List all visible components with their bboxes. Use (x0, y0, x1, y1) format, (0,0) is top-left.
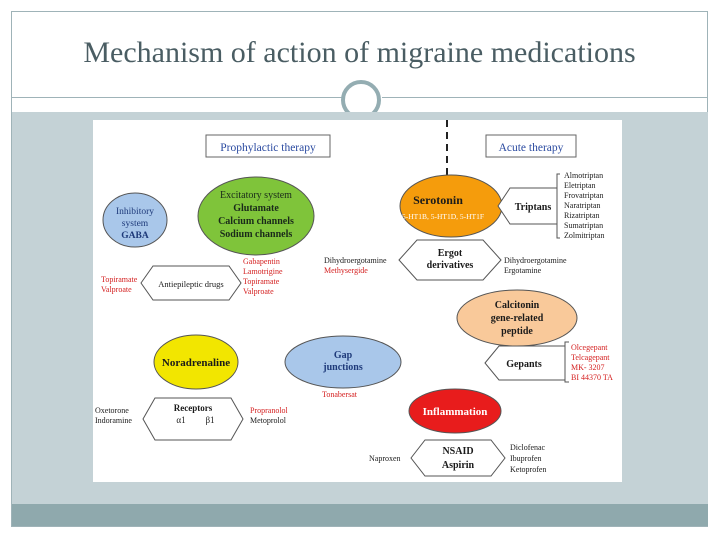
nsaid-right-1: Diclofenac (510, 443, 546, 452)
acute-therapy-label: Acute therapy (499, 142, 564, 154)
nsaid-right-2: Ibuprofen (510, 454, 542, 463)
antiepileptic-arrow (140, 265, 242, 301)
excitatory-line-3: Calcium channels (218, 216, 294, 227)
ergot-label-1: Ergot (438, 248, 463, 259)
excitatory-line-2: Glutamate (233, 203, 279, 214)
receptors-alpha: α1 (176, 415, 185, 425)
ergot-left-1: Dihydroergotamine (324, 256, 387, 265)
gap-drug: Tonabersat (322, 390, 358, 399)
gepants-bracket (564, 341, 569, 383)
nsaid-left: Naproxen (369, 454, 401, 463)
prophylactic-therapy-label: Prophylactic therapy (220, 142, 316, 154)
triptan-drug-3: Frovatriptan (564, 191, 604, 200)
triptan-drug-5: Rizatriptan (564, 211, 600, 220)
migraine-diagram: Prophylactic therapy Acute therapy Inhib… (93, 120, 622, 482)
inhibitory-line-1: Inhibitory (116, 207, 154, 217)
gepant-drug-4: BI 44370 TA (571, 373, 613, 382)
receptors-left-1: Oxetorone (95, 406, 129, 415)
cgrp-line-2: gene-related (491, 313, 544, 324)
antiepileptic-right-1: Gabapentin (243, 257, 280, 266)
cgrp-line-1: Calcitonin (495, 300, 540, 311)
triptans-bracket (556, 173, 560, 239)
cgrp-line-3: peptide (501, 326, 533, 337)
antiepileptic-right-2: Lamotrigine (243, 267, 283, 276)
excitatory-line-1: Excitatory system (220, 190, 292, 201)
antiepileptic-right-3: Topiramate (243, 277, 280, 286)
ergot-right-2: Ergotamine (504, 266, 542, 275)
gepant-drug-1: Olcegepant (571, 343, 608, 352)
antiepileptic-right-4: Valproate (243, 287, 274, 296)
nsaid-label-2: Aspirin (442, 460, 475, 471)
noradrenaline-label: Noradrenaline (162, 357, 230, 369)
bottom-accent-bar (12, 504, 708, 526)
gepants-label: Gepants (506, 359, 542, 370)
serotonin-receptors: 5-HT1B, 5-HT1D, 5-HT1F (402, 212, 484, 221)
inhibitory-line-3: GABA (121, 231, 149, 241)
prophylactic-therapy-box (205, 134, 331, 158)
ergot-right-1: Dihydroergotamine (504, 256, 567, 265)
inhibitory-line-2: system (122, 219, 149, 229)
gap-line-1: Gap (334, 350, 353, 361)
ergot-arrow (398, 239, 502, 281)
triptan-drug-1: Almotriptan (564, 171, 603, 180)
serotonin-title: Serotonin (413, 193, 463, 207)
receptors-right-1: Propranolol (250, 406, 289, 415)
antiepileptic-left-2: Valproate (101, 285, 132, 294)
excitatory-system-node (197, 176, 315, 256)
receptors-left-2: Indoramine (95, 416, 132, 425)
ergot-left-2: Methysergide (324, 266, 368, 275)
triptans-label: Triptans (515, 202, 552, 213)
ergot-label-2: derivatives (427, 260, 474, 271)
antiepileptic-label: Antiepileptic drugs (158, 279, 223, 289)
triptan-drug-7: Zolmitriptan (564, 231, 604, 240)
receptors-arrow (142, 397, 244, 441)
gap-junctions-node (284, 335, 402, 389)
triptan-drug-4: Naratriptan (564, 201, 600, 210)
inflammation-label: Inflammation (423, 406, 488, 418)
triptan-drug-6: Sumatriptan (564, 221, 603, 230)
nsaid-label-1: NSAID (442, 446, 473, 457)
title-divider-right (382, 97, 707, 98)
nsaid-right-3: Ketoprofen (510, 465, 546, 474)
acute-therapy-box (485, 134, 577, 158)
inhibitory-system-node (102, 192, 168, 248)
gepant-drug-3: MK- 3207 (571, 363, 605, 372)
triptan-drug-2: Eletriptan (564, 181, 596, 190)
excitatory-line-4: Sodium channels (220, 229, 293, 240)
gepant-drug-2: Telcagepant (571, 353, 610, 362)
slide-title: Mechanism of action of migraine medicati… (83, 36, 636, 69)
receptors-beta: β1 (205, 415, 214, 425)
receptors-label: Receptors (174, 403, 213, 413)
gap-line-2: junctions (322, 362, 363, 373)
nsaid-arrow (410, 439, 506, 477)
inflammation-node (408, 388, 502, 434)
receptors-right-2: Metoprolol (250, 416, 287, 425)
antiepileptic-left-1: Topiramate (101, 275, 138, 284)
noradrenaline-node (153, 334, 239, 390)
title-divider-left (12, 97, 342, 98)
